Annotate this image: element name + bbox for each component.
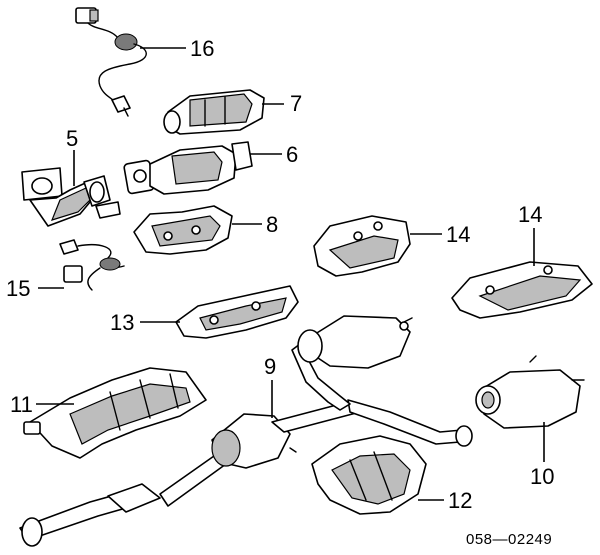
callout-11: 11 <box>10 392 33 417</box>
callout-14-upper: 14 <box>446 222 470 247</box>
part-5-exhaust-manifold <box>21 150 121 227</box>
callout-10: 10 <box>530 464 554 489</box>
callout-8: 8 <box>266 212 278 237</box>
part-15-oxygen-sensor <box>38 239 125 291</box>
part-16-oxygen-sensor <box>75 7 186 117</box>
callout-14-rear: 14 <box>518 202 542 227</box>
part-14-heat-shield-rear <box>451 228 593 319</box>
part-7-catalytic-converter <box>163 89 284 135</box>
part-6-front-converter <box>123 141 282 195</box>
callout-7: 7 <box>290 91 302 116</box>
part-8-heat-shield <box>133 205 262 255</box>
part-12-heat-shield <box>311 435 444 515</box>
part-14-heat-shield-upper <box>313 215 442 277</box>
part-9-middle-pipe-resonator <box>19 315 473 547</box>
callout-9: 9 <box>264 354 276 379</box>
callout-16: 16 <box>190 36 214 61</box>
part-10-muffler <box>475 355 585 462</box>
callout-13: 13 <box>110 310 134 335</box>
callout-15: 15 <box>6 276 30 301</box>
callout-12: 12 <box>448 488 472 513</box>
callout-6: 6 <box>286 142 298 167</box>
part-13-heat-shield <box>140 285 299 339</box>
diagram-reference-code: 058—02249 <box>466 531 552 548</box>
callout-5: 5 <box>66 126 78 151</box>
part-11-heat-shield <box>23 367 207 459</box>
